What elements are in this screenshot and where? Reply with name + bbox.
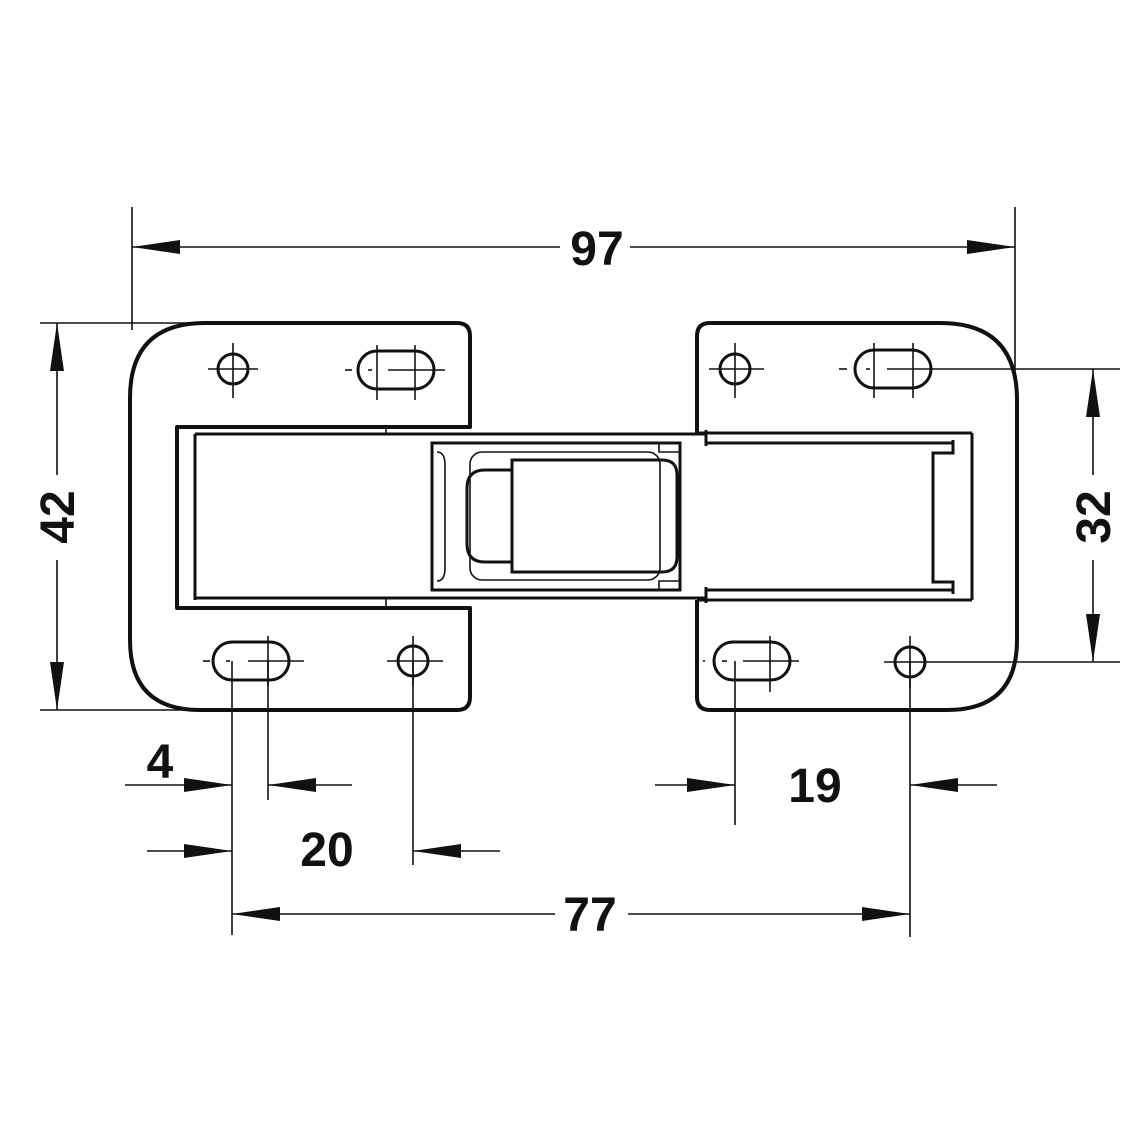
svg-text:32: 32	[1068, 490, 1121, 543]
slot-icon	[345, 345, 445, 400]
dimension-overall-width: 97	[132, 223, 1015, 276]
slot-icon	[203, 636, 304, 686]
right-hinge-plate	[695, 321, 1120, 712]
hole-icon	[208, 343, 258, 398]
svg-text:42: 42	[32, 490, 85, 543]
dimension-outer-hole-spacing: 77	[232, 889, 910, 942]
hole-icon	[884, 636, 1120, 688]
dimension-slot-offset: 4	[125, 736, 352, 792]
svg-text:19: 19	[788, 760, 841, 813]
extension-lines	[40, 207, 1016, 937]
hole-icon	[387, 636, 443, 686]
left-hinge-plate	[128, 321, 706, 712]
svg-text:77: 77	[563, 889, 616, 942]
svg-text:20: 20	[300, 824, 353, 877]
svg-text:97: 97	[570, 223, 623, 276]
dimension-overall-height: 42	[32, 323, 85, 710]
dimension-right-hole-spacing: 19	[655, 760, 997, 813]
hole-icon	[709, 343, 764, 398]
dimension-hole-vertical-spacing: 32	[1068, 369, 1121, 662]
dimension-left-hole-spacing: 20	[147, 824, 500, 877]
slot-icon	[703, 636, 799, 692]
svg-text:4: 4	[147, 736, 174, 789]
slot-icon	[839, 343, 1120, 398]
hinge-mechanism	[430, 441, 682, 592]
